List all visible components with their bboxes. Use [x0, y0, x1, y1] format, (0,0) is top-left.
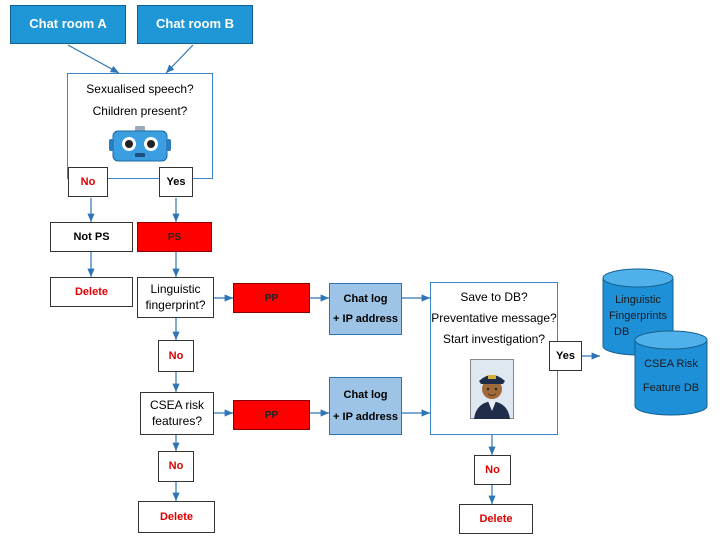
ps-box: PS	[137, 222, 212, 252]
csea-risk-features-box: CSEA risk features?	[140, 392, 214, 435]
db-linguistic-line3: DB	[614, 326, 630, 338]
delete-box-2: Delete	[138, 501, 215, 533]
decision-no-1: No	[68, 167, 108, 197]
chat-log-label-1: Chat log	[343, 292, 388, 305]
linguistic-fingerprints-db-label: Linguistic Fingerprints DB	[604, 292, 672, 340]
police-officer-icon	[470, 359, 514, 419]
question-save-to-db: Save to DB?	[460, 290, 528, 304]
db-linguistic-line1: Linguistic	[615, 294, 661, 306]
chat-log-box-2: Chat log + IP address	[329, 377, 402, 435]
pp-box-1: PP	[233, 283, 310, 313]
robot-icon	[109, 126, 171, 162]
chat-log-label-2: Chat log	[343, 388, 388, 401]
not-ps-box: Not PS	[50, 222, 133, 252]
delete-box-3: Delete	[459, 504, 533, 534]
question-sexualised-speech: Sexualised speech?	[86, 82, 194, 96]
action-question-box: Save to DB? Preventative message? Start …	[430, 282, 558, 435]
decision-no-2: No	[158, 340, 194, 372]
db-csea-line1: CSEA Risk	[644, 358, 698, 370]
csea-risk-feature-db-label: CSEA Risk Feature DB	[636, 352, 706, 400]
ip-address-label-2: + IP address	[333, 411, 398, 423]
decision-yes-2: Yes	[549, 341, 582, 371]
question-children-present: Children present?	[92, 104, 188, 118]
detection-question-box: Sexualised speech? Children present?	[67, 73, 213, 179]
db-linguistic-line2: Fingerprints	[608, 310, 668, 322]
chat-log-box-1: Chat log + IP address	[329, 283, 402, 335]
decision-no-4: No	[474, 455, 511, 485]
ip-address-label-1: + IP address	[333, 313, 398, 325]
chat-room-a: Chat room A	[10, 5, 126, 44]
chat-room-b: Chat room B	[137, 5, 253, 44]
decision-no-3: No	[158, 451, 194, 482]
db-csea-line2: Feature DB	[642, 382, 700, 394]
question-preventative-message: Preventative message?	[431, 311, 557, 325]
delete-box-1: Delete	[50, 277, 133, 307]
question-start-investigation: Start investigation?	[442, 332, 546, 346]
pp-box-2: PP	[233, 400, 310, 430]
csea-risk-feature-db-cylinder	[634, 330, 708, 416]
linguistic-fingerprint-box: Linguistic fingerprint?	[137, 277, 214, 318]
decision-yes-1: Yes	[159, 167, 193, 197]
